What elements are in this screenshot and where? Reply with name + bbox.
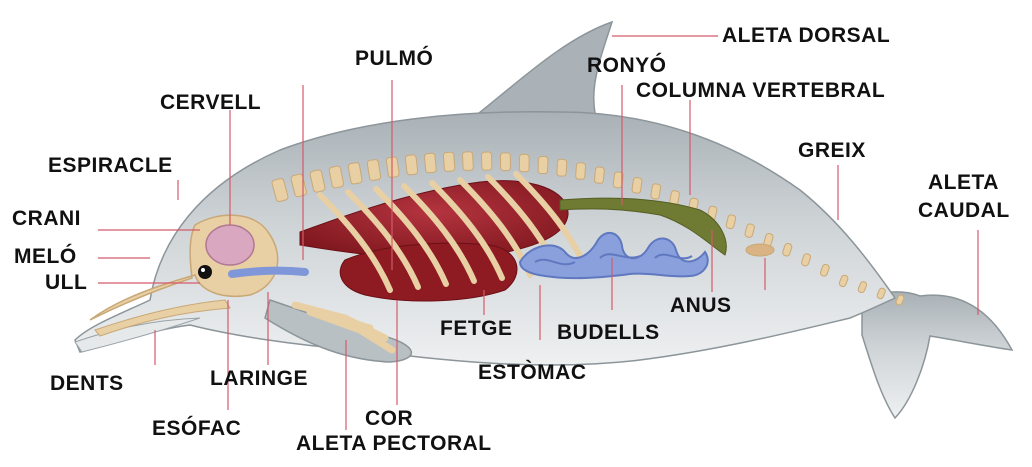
larynx (232, 271, 305, 274)
vertebra (405, 155, 418, 176)
vertebra (632, 177, 643, 193)
label-esofac: ESÓFAC (152, 418, 241, 440)
label-espiracle: ESPIRACLE (48, 155, 173, 177)
label-crani: CRANI (12, 208, 81, 230)
tail-fluke (862, 292, 1012, 418)
vertebra (650, 183, 661, 199)
label-ull: ULL (45, 272, 87, 294)
vertebra (557, 159, 567, 176)
label-melo: MELÓ (14, 246, 77, 268)
label-estomac: ESTÒMAC (478, 362, 587, 384)
label-aleta-caudal-line1: ALETA (928, 172, 999, 194)
vertebra (575, 163, 585, 180)
label-greix: GREIX (798, 140, 866, 162)
label-fetge: FETGE (440, 318, 513, 340)
label-aleta-pectoral: ALETA PECTORAL (296, 433, 492, 455)
label-ronyo: RONYÓ (587, 55, 667, 77)
eye (198, 265, 212, 279)
vertebra (443, 152, 455, 172)
label-pulmo: PULMÓ (355, 48, 433, 70)
vertebra (386, 157, 400, 178)
brain (206, 225, 254, 265)
anus-organ (746, 244, 774, 256)
vertebra (500, 153, 510, 171)
vertebra (424, 153, 436, 173)
label-laringe: LARINGE (210, 368, 308, 390)
vertebra (462, 152, 473, 171)
label-aleta-caudal-line2: CAUDAL (918, 200, 1010, 222)
vertebra (594, 167, 604, 184)
label-budells: BUDELLS (557, 322, 660, 344)
vertebra (519, 154, 529, 172)
label-columna-vertebral: COLUMNA VERTEBRAL (636, 80, 885, 102)
vertebra (538, 156, 548, 173)
label-dents: DENTS (50, 373, 124, 395)
label-anus: ANUS (670, 295, 732, 317)
label-cor: COR (365, 408, 413, 430)
label-aleta-dorsal: ALETA DORSAL (722, 25, 890, 47)
vertebra (481, 152, 492, 170)
label-cervell: CERVELL (160, 92, 261, 114)
